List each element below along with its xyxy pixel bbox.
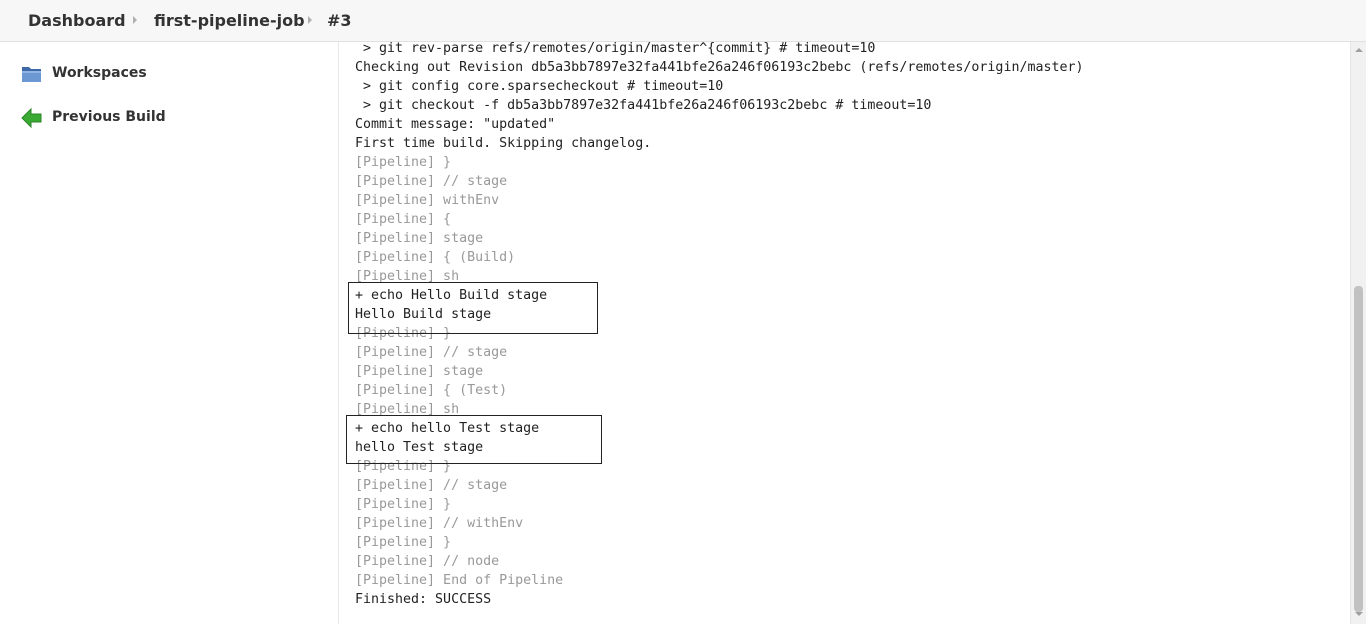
console-line: [Pipeline] End of Pipeline	[355, 573, 564, 588]
console-lines: > git rev-parse refs/remotes/origin/mast…	[355, 42, 1084, 609]
console-line: [Pipeline] // stage	[355, 478, 508, 493]
console-line: [Pipeline] { (Test)	[355, 383, 508, 398]
console-line: [Pipeline] sh	[355, 269, 460, 284]
console-line: > git config core.sparsecheckout # timeo…	[355, 79, 724, 94]
scroll-up-arrow-icon[interactable]	[1355, 48, 1363, 52]
console-line: Commit message: "updated"	[355, 117, 556, 132]
scroll-down-arrow-icon[interactable]	[1355, 612, 1363, 616]
breadcrumb-build-number[interactable]: #3	[327, 11, 352, 30]
console-line: [Pipeline] // node	[355, 554, 500, 569]
console-line: [Pipeline] }	[355, 497, 452, 512]
console-line: [Pipeline] }	[355, 535, 452, 550]
folder-icon	[20, 62, 44, 86]
console-line: [Pipeline] {	[355, 212, 452, 227]
sidebar-item-label: Previous Build	[52, 109, 166, 125]
console-line: + echo Hello Build stage	[355, 288, 548, 303]
sidebar: Workspaces Previous Build	[0, 42, 339, 624]
chevron-right-icon	[308, 16, 312, 24]
console-line: [Pipeline] stage	[355, 364, 484, 379]
chevron-right-icon	[133, 16, 137, 24]
console-line: [Pipeline] }	[355, 459, 452, 474]
console-line: First time build. Skipping changelog.	[355, 136, 652, 151]
console-line: > git checkout -f db5a3bb7897e32fa441bfe…	[355, 98, 932, 113]
sidebar-item-workspaces[interactable]: Workspaces	[20, 62, 320, 86]
breadcrumb-bar: Dashboard first-pipeline-job #3	[0, 0, 1366, 42]
console-output: > git rev-parse refs/remotes/origin/mast…	[340, 42, 1350, 624]
console-line: Finished: SUCCESS	[355, 592, 492, 607]
console-line: [Pipeline] stage	[355, 231, 484, 246]
arrow-left-icon	[20, 106, 44, 130]
console-line: > git rev-parse refs/remotes/origin/mast…	[355, 42, 876, 56]
vertical-scrollbar[interactable]	[1350, 42, 1366, 624]
console-line: [Pipeline] // stage	[355, 345, 508, 360]
console-line: [Pipeline] { (Build)	[355, 250, 516, 265]
console-line: Hello Build stage	[355, 307, 492, 322]
console-line: [Pipeline] withEnv	[355, 193, 500, 208]
console-line: [Pipeline] // withEnv	[355, 516, 524, 531]
scrollbar-thumb[interactable]	[1354, 286, 1363, 612]
sidebar-item-label: Workspaces	[52, 65, 147, 81]
sidebar-item-previous-build[interactable]: Previous Build	[20, 106, 320, 130]
console-line: [Pipeline] }	[355, 155, 452, 170]
breadcrumb-job[interactable]: first-pipeline-job	[154, 11, 305, 30]
console-line: hello Test stage	[355, 440, 484, 455]
highlight-box-build	[348, 282, 598, 334]
console-line: Checking out Revision db5a3bb7897e32fa44…	[355, 60, 1084, 75]
breadcrumb-dashboard[interactable]: Dashboard	[28, 11, 126, 30]
highlight-box-test	[346, 415, 602, 464]
console-line: [Pipeline] // stage	[355, 174, 508, 189]
console-line: + echo hello Test stage	[355, 421, 540, 436]
console-line: [Pipeline] sh	[355, 402, 460, 417]
